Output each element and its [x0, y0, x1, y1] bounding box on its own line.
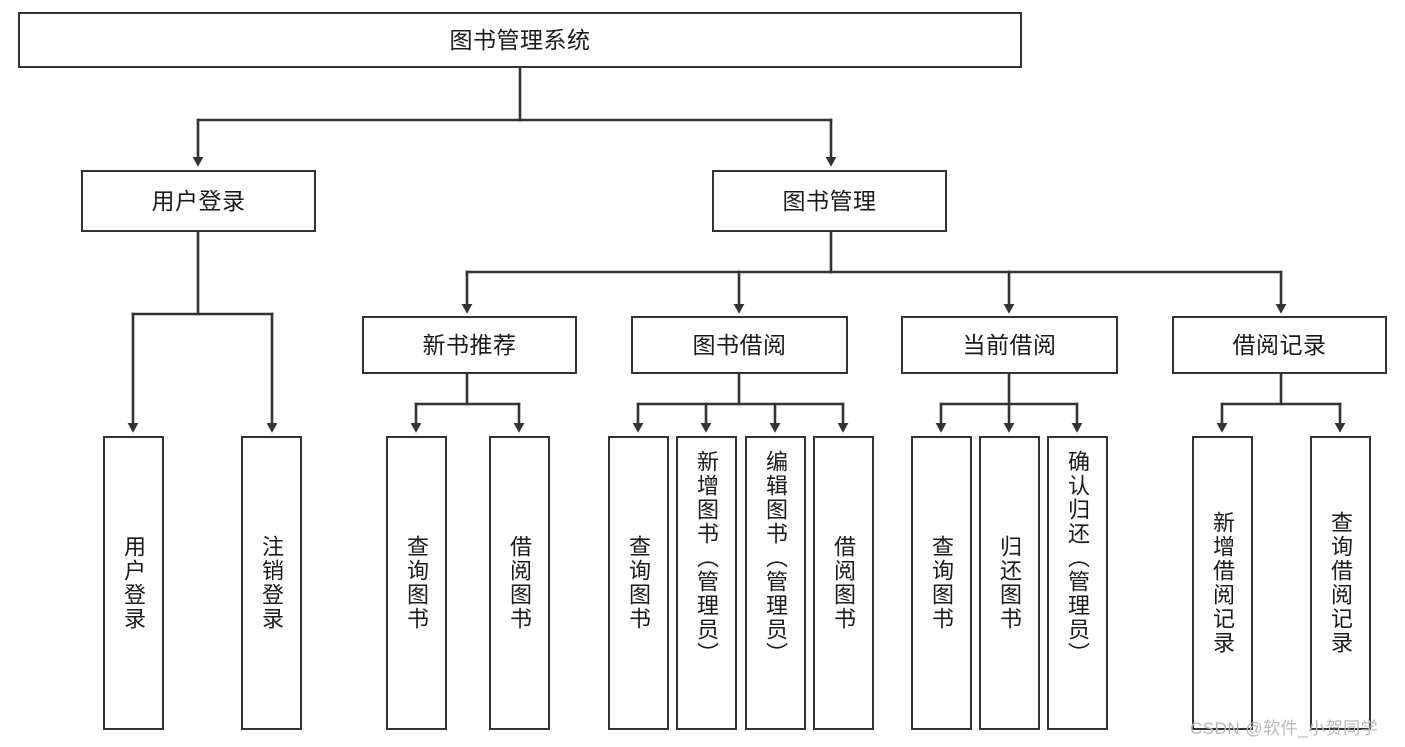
node-book-borrow-label: 图书借阅: [692, 331, 787, 358]
node-leaf-query-record[interactable]: 查询借阅记录: [1310, 436, 1371, 730]
node-leaf-add-record-label: 新增借阅记录: [1210, 511, 1236, 655]
node-current-borrow-label: 当前借阅: [962, 331, 1057, 358]
node-leaf-add-book[interactable]: 新增图书（管理员）: [676, 436, 737, 730]
node-leaf-return-book[interactable]: 归还图书: [979, 436, 1040, 730]
node-leaf-query-book-2-label: 查询图书: [626, 535, 652, 631]
node-leaf-edit-book[interactable]: 编辑图书（管理员）: [745, 436, 806, 730]
node-leaf-query-book-3[interactable]: 查询图书: [911, 436, 972, 730]
node-book-manage[interactable]: 图书管理: [712, 170, 947, 232]
node-new-book-rec-label: 新书推荐: [422, 331, 517, 358]
node-leaf-query-book-2[interactable]: 查询图书: [608, 436, 669, 730]
node-current-borrow[interactable]: 当前借阅: [901, 316, 1118, 374]
node-leaf-user-logout-label: 注销登录: [259, 535, 285, 631]
node-leaf-confirm-return[interactable]: 确认归还（管理员）: [1047, 436, 1108, 730]
node-leaf-query-book-1[interactable]: 查询图书: [386, 436, 447, 730]
node-leaf-user-login[interactable]: 用户登录: [103, 436, 164, 730]
node-user-login[interactable]: 用户登录: [81, 170, 316, 232]
node-leaf-query-book-1-label: 查询图书: [404, 535, 430, 631]
node-leaf-confirm-return-label: 确认归还（管理员）: [1065, 450, 1091, 666]
node-book-borrow[interactable]: 图书借阅: [631, 316, 848, 374]
node-leaf-borrow-book-2[interactable]: 借阅图书: [813, 436, 874, 730]
node-leaf-user-logout[interactable]: 注销登录: [241, 436, 302, 730]
node-leaf-edit-book-label: 编辑图书（管理员）: [763, 450, 789, 666]
node-leaf-borrow-book-1-label: 借阅图书: [507, 535, 533, 631]
node-book-manage-label: 图书管理: [782, 187, 877, 214]
node-leaf-add-book-label: 新增图书（管理员）: [694, 450, 720, 666]
node-borrow-record[interactable]: 借阅记录: [1172, 316, 1387, 374]
node-leaf-add-record[interactable]: 新增借阅记录: [1192, 436, 1253, 730]
node-leaf-query-book-3-label: 查询图书: [929, 535, 955, 631]
node-leaf-borrow-book-2-label: 借阅图书: [831, 535, 857, 631]
node-leaf-borrow-book-1[interactable]: 借阅图书: [489, 436, 550, 730]
node-leaf-return-book-label: 归还图书: [997, 535, 1023, 631]
node-leaf-user-login-label: 用户登录: [121, 535, 147, 631]
node-root[interactable]: 图书管理系统: [18, 12, 1022, 68]
node-leaf-query-record-label: 查询借阅记录: [1328, 511, 1354, 655]
node-user-login-label: 用户登录: [151, 187, 246, 214]
node-borrow-record-label: 借阅记录: [1232, 331, 1327, 358]
node-new-book-rec[interactable]: 新书推荐: [362, 316, 577, 374]
node-root-label: 图书管理系统: [449, 26, 591, 53]
